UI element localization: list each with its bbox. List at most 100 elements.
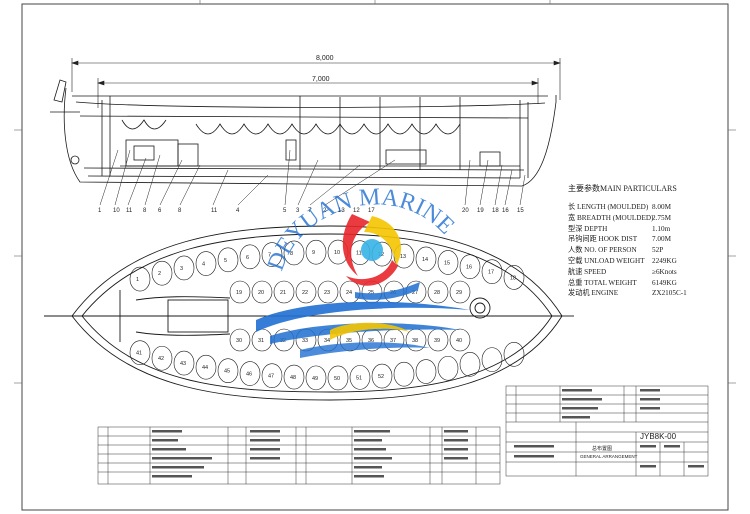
seat-lobe	[283, 240, 305, 266]
seat-lobe	[305, 239, 327, 265]
seat-number: 24	[346, 290, 352, 296]
callout-number: 8	[178, 208, 182, 214]
seat-number: 42	[158, 356, 164, 362]
seat-number: 36	[368, 338, 374, 344]
seat-number: 19	[236, 290, 242, 296]
particular-value: 6149KG	[652, 278, 677, 287]
callout-number: 11	[126, 208, 133, 214]
particular-label: 型深 DEPTH	[568, 224, 608, 233]
seat-lobe	[229, 328, 251, 352]
seat-lobe	[427, 280, 449, 304]
seat-number: 43	[180, 361, 186, 367]
seat-number: 52	[378, 374, 384, 380]
seat-number: 38	[412, 338, 418, 344]
seat-number: 3	[180, 266, 183, 272]
drawing-title-cn: 总布置图	[592, 445, 612, 452]
seat-lobe	[481, 259, 503, 284]
particular-label: 人数 NO. OF PERSON	[568, 246, 637, 255]
seat-number: 44	[202, 365, 208, 371]
parts-list-table	[97, 426, 501, 485]
seat-layout	[129, 239, 525, 391]
seat-lobe	[415, 359, 437, 384]
callout-number: 11	[211, 208, 218, 214]
seat-lobe	[317, 280, 339, 304]
seat-number: 47	[268, 374, 274, 380]
particular-label: 空载 UNLOAD WEIGHT	[568, 257, 645, 265]
hook-distance-dimension: 7,000	[312, 76, 330, 83]
seat-lobe	[349, 365, 371, 390]
seat-lobe	[251, 280, 273, 304]
seat-number: 6	[246, 255, 249, 261]
seat-lobe	[305, 365, 327, 391]
seat-lobe	[173, 350, 195, 376]
seat-number: 31	[258, 338, 264, 344]
callout-number: 18	[492, 208, 499, 214]
seat-number: 9	[312, 250, 315, 256]
seat-number: 40	[456, 338, 462, 344]
seat-lobe	[229, 280, 251, 304]
seat-number: 46	[246, 372, 252, 378]
seat-lobe	[459, 254, 481, 280]
frame-ticks	[14, 0, 736, 384]
seat-lobe	[503, 265, 525, 290]
deyuan-marine-watermark: DEYUAN MARINE	[256, 184, 470, 358]
particular-value: 2.75M	[652, 213, 671, 222]
plan-view-hull	[44, 225, 574, 401]
seat-lobe	[503, 342, 525, 367]
seat-number: 21	[280, 290, 286, 296]
seat-lobe	[151, 345, 173, 371]
seat-lobe	[173, 255, 195, 281]
seat-number: 2	[158, 271, 161, 277]
callout-number: 3	[296, 208, 300, 214]
seat-lobe	[195, 354, 217, 380]
seat-lobe	[273, 280, 295, 304]
seat-number: 37	[390, 338, 396, 344]
seat-number: 30	[236, 338, 242, 344]
seat-lobe	[261, 242, 283, 267]
callout-number: 12	[353, 208, 360, 214]
callout-number: 17	[368, 208, 375, 214]
seat-lobe	[371, 363, 393, 389]
seat-lobe	[129, 266, 151, 292]
seat-lobe	[239, 361, 261, 386]
callout-number: 10	[113, 208, 120, 214]
particular-value: ZX2105C-1	[652, 289, 687, 298]
particular-label: 航速 SPEED	[568, 267, 607, 276]
seat-number: 4	[202, 262, 205, 268]
seat-lobe	[261, 363, 283, 388]
callout-number: 2	[323, 208, 327, 214]
seat-lobe	[449, 328, 471, 352]
seat-number: 35	[346, 338, 352, 344]
seat-number: 27	[412, 290, 418, 296]
particular-label: 发动机 ENGINE	[568, 289, 619, 298]
seat-number: 39	[434, 338, 440, 344]
seat-number: 1	[136, 277, 139, 283]
seat-number: 45	[224, 369, 230, 375]
seat-number: 18	[510, 275, 516, 281]
particular-label: 吊钩间距 HOOK DIST	[568, 235, 638, 244]
seat-number: 50	[334, 376, 340, 382]
side-elevation	[50, 79, 557, 187]
seat-lobe	[415, 246, 437, 272]
seat-lobe	[481, 347, 503, 372]
seat-lobe	[195, 251, 217, 276]
seat-lobe	[151, 260, 173, 286]
seat-number: 51	[356, 375, 362, 381]
seat-lobe	[239, 244, 261, 270]
title-block	[505, 385, 709, 477]
particular-value: ≥6Knots	[652, 267, 677, 276]
callout-number: 5	[283, 208, 287, 214]
seat-number: 25	[368, 290, 374, 296]
seat-lobe	[217, 247, 239, 273]
seat-number: 5	[224, 258, 227, 264]
seat-number: 34	[324, 338, 330, 344]
seat-number: 14	[422, 257, 428, 263]
seat-number: 20	[258, 290, 264, 296]
seat-number: 28	[434, 290, 440, 296]
callout-number: 6	[158, 208, 162, 214]
seat-number: 7	[268, 253, 271, 259]
dimension-lines	[71, 58, 561, 108]
seat-lobe	[459, 351, 481, 377]
particular-value: 8.00M	[652, 203, 671, 211]
